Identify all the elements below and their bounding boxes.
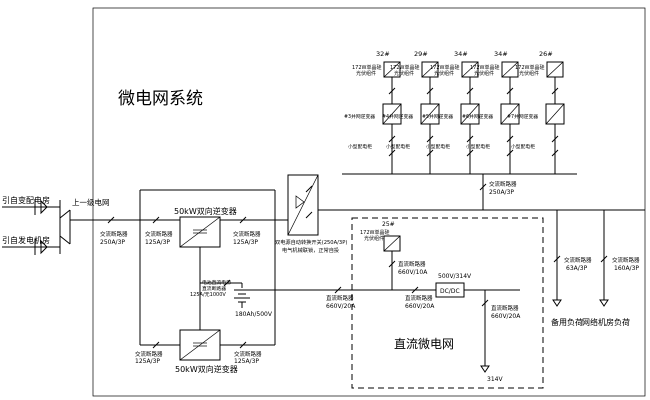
pv-module-label: 172W单晶硅 bbox=[352, 64, 382, 71]
breaker-name: 直流断路器 bbox=[491, 304, 519, 312]
dc-output-voltage: 314V bbox=[487, 376, 503, 383]
pv-meter-label: 小型配电柜 bbox=[511, 143, 535, 150]
ats-label: 双电源自动转换开关(250A/3P) bbox=[275, 238, 347, 246]
breaker-name: 交流断路器 bbox=[145, 230, 173, 238]
pv-inverter-label: #4并网逆变器 bbox=[382, 113, 413, 120]
breaker-rating: 160A/3P bbox=[614, 265, 639, 272]
breaker-name: 交流断路器 bbox=[489, 180, 517, 188]
pv-count: 32# bbox=[376, 50, 390, 58]
breaker-rating: 660V/10A bbox=[398, 269, 428, 276]
pv-module-label: 光伏组件 bbox=[394, 70, 414, 77]
inv1-right-breaker bbox=[239, 216, 247, 224]
breaker-rating: 250A/3P bbox=[100, 239, 125, 246]
pv-module-label: 光伏组件 bbox=[434, 70, 454, 77]
battery-switch-label: 直流断路器 bbox=[202, 285, 226, 292]
pv-module-label: 光伏组件 bbox=[474, 70, 494, 77]
pv-inverter-label: #6并网逆变器 bbox=[462, 113, 493, 120]
breaker-rating: 660V/20A bbox=[326, 303, 356, 310]
left-feed-1: 引自变配电房 bbox=[2, 195, 50, 215]
breaker-name: 交流断路器 bbox=[100, 230, 128, 238]
inverter-label: 50kW双向逆变器 bbox=[174, 206, 237, 216]
breaker-name: 交流断路器 bbox=[234, 350, 262, 358]
dc-main-breaker bbox=[334, 286, 342, 294]
module-count: 25# bbox=[382, 221, 395, 228]
pv-meter-label: 小型配电柜 bbox=[386, 143, 410, 150]
breaker-rating: 660V/20A bbox=[491, 313, 521, 320]
breaker-name: 直流断路器 bbox=[405, 294, 433, 302]
inverter-2: 50kW双向逆变器 bbox=[175, 329, 238, 374]
feed-transfer-switch bbox=[50, 200, 93, 254]
pv-ac-breaker bbox=[479, 183, 487, 191]
inverter-label: 50kW双向逆变器 bbox=[175, 364, 238, 374]
pv-count: 34# bbox=[494, 50, 508, 58]
pv-module-label: 172W单晶硅 bbox=[390, 64, 420, 71]
pv-inverter-label: #5并网逆变器 bbox=[422, 113, 453, 120]
pv-module-label: 172W单晶硅 bbox=[515, 64, 545, 71]
pv-module-label: 172W单晶硅 bbox=[430, 64, 460, 71]
breaker-name: 交流断路器 bbox=[612, 256, 640, 264]
breaker-rating: 660V/20A bbox=[405, 303, 435, 310]
pv-meter-label: 小型配电柜 bbox=[466, 143, 490, 150]
network-load-feeder: 交流断路器 160A/3P 网络机房负荷 bbox=[582, 210, 640, 327]
module-label: 光伏组件 bbox=[364, 235, 384, 242]
feed-label: 引自变配电房 bbox=[2, 195, 50, 205]
breaker-name: 交流断路器 bbox=[564, 256, 592, 264]
breaker-rating: 125A/3P bbox=[233, 239, 258, 246]
pv-string-group: 32#172W单晶硅光伏组件#3并网逆变器小型配电柜29#172W单晶硅光伏组件… bbox=[344, 50, 565, 174]
breaker-rating: 125A/3P bbox=[135, 358, 160, 365]
pv-meter-label: 小型配电柜 bbox=[426, 143, 450, 150]
battery-switch-rating: 125A/无1000V bbox=[190, 292, 226, 298]
battery: 180Ah/500V bbox=[234, 289, 273, 318]
dcdc-label: DC/DC bbox=[440, 288, 460, 295]
breaker-name: 交流断路器 bbox=[135, 350, 163, 358]
dc-microgrid-label: 直流微电网 bbox=[394, 337, 454, 351]
breaker-rating: 63A/3P bbox=[566, 265, 588, 272]
inv2-right-breaker bbox=[239, 341, 247, 349]
pv-module-label: 光伏组件 bbox=[356, 70, 376, 77]
pv-module-label: 172W单晶硅 bbox=[470, 64, 500, 71]
ats-switch: 双电源自动转换开关(250A/3P) 电气机械联锁，正常自投 bbox=[275, 174, 347, 254]
pv-count: 29# bbox=[414, 50, 428, 58]
inverter-1: 50kW双向逆变器 bbox=[174, 206, 237, 248]
main-breaker: 交流断路器 250A/3P bbox=[100, 216, 128, 246]
inv1-left-breaker bbox=[152, 216, 160, 224]
pv-inverter-label: #3并网逆变器 bbox=[344, 113, 375, 120]
pv-count: 34# bbox=[454, 50, 468, 58]
pv-meter-label: 小型配电柜 bbox=[348, 143, 372, 150]
load-label: 备用负荷 bbox=[551, 317, 583, 327]
pv-inverter-label: #7并网逆变器 bbox=[507, 113, 538, 120]
breaker-name: 交流断路器 bbox=[233, 230, 261, 238]
dc-out-breaker bbox=[481, 299, 489, 307]
breaker-name: 直流断路器 bbox=[326, 294, 354, 302]
dcdc-voltage: 500V/314V bbox=[438, 273, 472, 280]
upper-grid-label: 上一级电网 bbox=[72, 197, 110, 207]
dc-mid-breaker bbox=[411, 286, 419, 294]
left-feed-2: 引自发电机房 bbox=[2, 235, 50, 255]
system-boundary bbox=[92, 7, 646, 397]
diagram-title: 微电网系统 bbox=[118, 89, 203, 109]
breaker-name: 直流断路器 bbox=[398, 260, 426, 268]
breaker-rating: 125A/3P bbox=[234, 358, 259, 365]
dcdc-converter: DC/DC 500V/314V bbox=[435, 273, 472, 298]
load-label: 网络机房负荷 bbox=[582, 317, 630, 327]
pv-count: 26# bbox=[539, 50, 553, 58]
backup-load-feeder: 交流断路器 63A/3P 备用负荷 bbox=[551, 210, 592, 327]
breaker-rating: 125A/3P bbox=[145, 239, 170, 246]
dc-microgrid-boundary bbox=[351, 217, 544, 389]
battery-rating: 180Ah/500V bbox=[235, 311, 273, 318]
pv-module-label: 光伏组件 bbox=[519, 70, 539, 77]
module-label: 172W单晶硅 bbox=[360, 229, 390, 236]
breaker-rating: 250A/3P bbox=[489, 189, 514, 196]
ats-label: 电气机械联锁，正常自投 bbox=[282, 246, 339, 254]
dc-pv-module: 25# 172W单晶硅 光伏组件 直流断路器 660V/10A bbox=[360, 221, 428, 290]
feed-label: 引自发电机房 bbox=[2, 235, 50, 245]
battery-switch: 电池直流电源 直流断路器 125A/无1000V bbox=[190, 279, 243, 298]
inv2-left-breaker bbox=[152, 341, 160, 349]
